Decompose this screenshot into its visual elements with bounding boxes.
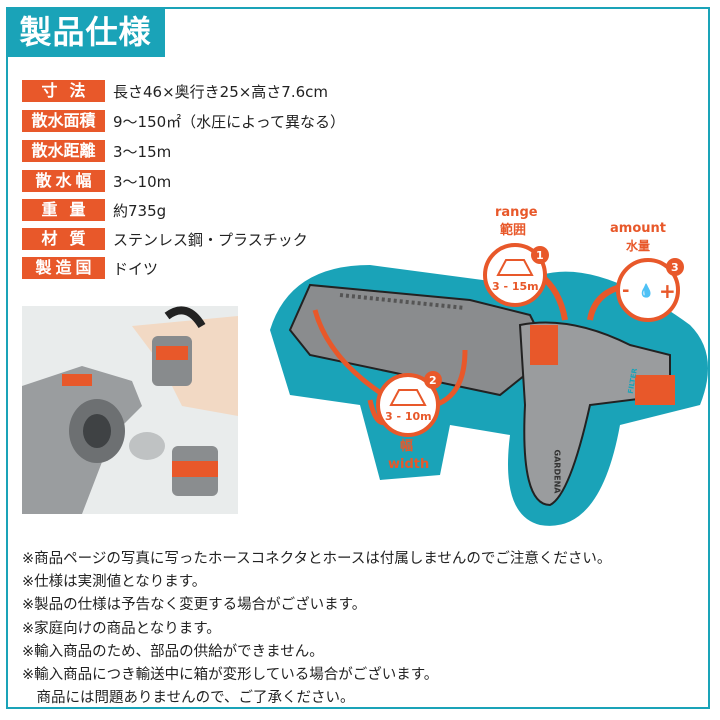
- spec-label: 寸法: [22, 80, 105, 102]
- note-item: ※家庭向けの商品となります。: [22, 620, 221, 637]
- water-drop-icon: 💧: [638, 284, 655, 299]
- width-label-ja: 幅: [400, 439, 414, 454]
- note-item: ※輸入商品につき輸送中に箱が変形している場合がございます。: [22, 667, 439, 684]
- spec-row-distance: 散水距離 3〜15m: [22, 140, 171, 162]
- note-item: 商品には問題ありませんので、ご了承ください。: [22, 690, 355, 707]
- spec-label: 製造国: [22, 257, 105, 279]
- amount-minus-icon: -: [622, 280, 630, 301]
- spec-row-origin: 製造国 ドイツ: [22, 257, 158, 279]
- range-label-en: range: [495, 205, 538, 220]
- width-step-number: 2: [429, 374, 437, 387]
- spec-value: ステンレス鋼・プラスチック: [113, 230, 308, 249]
- width-value: 3 - 10m: [385, 410, 432, 423]
- amount-label-ja: 水量: [626, 239, 651, 253]
- amount-label-en: amount: [610, 221, 666, 236]
- spec-row-material: 材質 ステンレス鋼・プラスチック: [22, 228, 308, 250]
- range-label-ja: 範囲: [500, 223, 527, 238]
- spec-value: 3〜15m: [113, 142, 172, 161]
- spec-value: 3〜10m: [113, 172, 172, 191]
- spec-label: 材質: [22, 228, 105, 250]
- spec-label: 散水面積: [22, 110, 105, 132]
- amount-plus-icon: +: [659, 279, 676, 303]
- spec-value: ドイツ: [113, 259, 159, 278]
- range-value: 3 - 15m: [492, 280, 539, 293]
- spec-value: 9〜150㎡（水圧によって異なる）: [113, 112, 345, 131]
- brand-logo: GARDENA: [552, 449, 562, 494]
- note-item: ※商品ページの写真に写ったホースコネクタとホースは付属しませんのでご注意ください…: [22, 551, 612, 567]
- spec-row-dimensions: 寸法 長さ46×奥行き25×高さ7.6cm: [22, 80, 328, 102]
- notes: ※商品ページの写真に写ったホースコネクタとホースは付属しませんのでご注意ください…: [22, 548, 611, 710]
- amount-step-number: 3: [671, 261, 679, 274]
- spec-value: 約735g: [113, 201, 167, 220]
- page-title: 製品仕様: [6, 7, 165, 57]
- spec-row-area: 散水面積 9〜150㎡（水圧によって異なる）: [22, 110, 345, 132]
- note-item: ※仕様は実測値となります。: [22, 574, 207, 591]
- hose-connector-photo: [22, 306, 238, 514]
- width-label-en: width: [388, 457, 430, 472]
- note-item: ※製品の仕様は予告なく変更する場合がございます。: [22, 597, 367, 614]
- spec-label: 散水距離: [22, 140, 105, 162]
- spec-label: 重量: [22, 199, 105, 221]
- spec-label: 散水幅: [22, 170, 105, 192]
- spec-row-weight: 重量 約735g: [22, 199, 166, 221]
- spec-row-width: 散水幅 3〜10m: [22, 170, 171, 192]
- sprinkler-diagram: range 範囲 1 3 - 15m 2 3 - 10m 幅 width amo…: [250, 205, 715, 535]
- spec-value: 長さ46×奥行き25×高さ7.6cm: [113, 82, 329, 101]
- note-item: ※輸入商品のため、部品の供給ができません。: [22, 643, 324, 660]
- range-step-number: 1: [536, 249, 544, 262]
- page-frame: [6, 7, 710, 709]
